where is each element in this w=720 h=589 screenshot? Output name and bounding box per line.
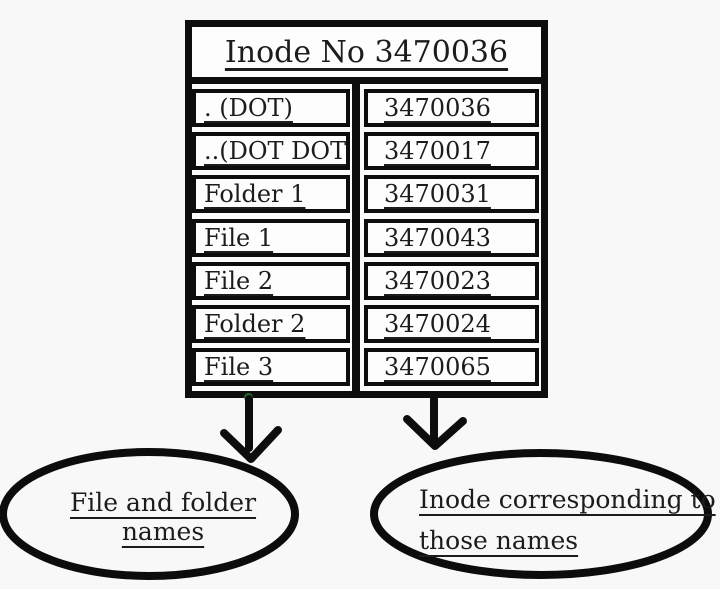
file-name-label: ..(DOT DOT): [204, 137, 350, 166]
table-header: Inode No 3470036: [192, 27, 541, 84]
table-rows: . (DOT) 3470036 ..(DOT DOT) 3470017 Fold…: [192, 84, 541, 391]
down-arrow-icon: [220, 395, 282, 463]
inode-table: Inode No 3470036 . (DOT) 3470036 ..(DOT …: [185, 20, 548, 398]
inode-number-label: 3470023: [384, 266, 491, 295]
table-row: Folder 1 3470031: [192, 175, 541, 214]
column-divider: [352, 84, 360, 393]
inode-number-cell: 3470031: [364, 175, 539, 214]
table-row: File 1 3470043: [192, 218, 541, 257]
callout-right-line2: those names: [419, 526, 579, 555]
inode-number-label: 3470024: [384, 309, 491, 338]
table-row: Folder 2 3470024: [192, 304, 541, 343]
callout-label-right: Inode corresponding to those names: [419, 479, 716, 561]
callout-left-text: File and folder names: [69, 488, 257, 546]
inode-number-cell: 3470043: [364, 218, 539, 257]
inode-number-label: 3470031: [384, 180, 491, 209]
table-row: ..(DOT DOT) 3470017: [192, 132, 541, 171]
file-name-label: File 2: [204, 266, 274, 295]
file-name-cell: File 3: [192, 347, 350, 386]
inode-number-label: 3470017: [384, 137, 491, 166]
table-header-label: Inode No 3470036: [224, 34, 509, 70]
file-name-label: File 3: [204, 352, 274, 381]
file-name-cell: Folder 2: [192, 304, 350, 343]
inode-number-label: 3470043: [384, 223, 491, 252]
table-row: File 2 3470023: [192, 261, 541, 300]
inode-number-cell: 3470023: [364, 261, 539, 300]
inode-number-cell: 3470024: [364, 304, 539, 343]
file-name-label: Folder 1: [204, 180, 306, 209]
green-artifact-dot: [244, 393, 253, 402]
callout-right-line1: Inode corresponding to: [419, 485, 716, 514]
file-name-label: . (DOT): [204, 94, 293, 123]
inode-number-cell: 3470017: [364, 132, 539, 171]
inode-number-label: 3470065: [384, 352, 491, 381]
table-row: File 3 3470065: [192, 347, 541, 386]
inode-number-cell: 3470036: [364, 89, 539, 128]
file-name-cell: Folder 1: [192, 175, 350, 214]
file-name-cell: File 2: [192, 261, 350, 300]
inode-number-label: 3470036: [384, 94, 491, 123]
file-name-label: Folder 2: [204, 309, 306, 338]
file-name-cell: File 1: [192, 218, 350, 257]
callout-label-left: File and folder names: [30, 488, 296, 546]
down-arrow-icon: [403, 395, 467, 450]
file-name-cell: ..(DOT DOT): [192, 132, 350, 171]
inode-number-cell: 3470065: [364, 347, 539, 386]
file-name-cell: . (DOT): [192, 89, 350, 128]
file-name-label: File 1: [204, 223, 274, 252]
table-row: . (DOT) 3470036: [192, 89, 541, 128]
